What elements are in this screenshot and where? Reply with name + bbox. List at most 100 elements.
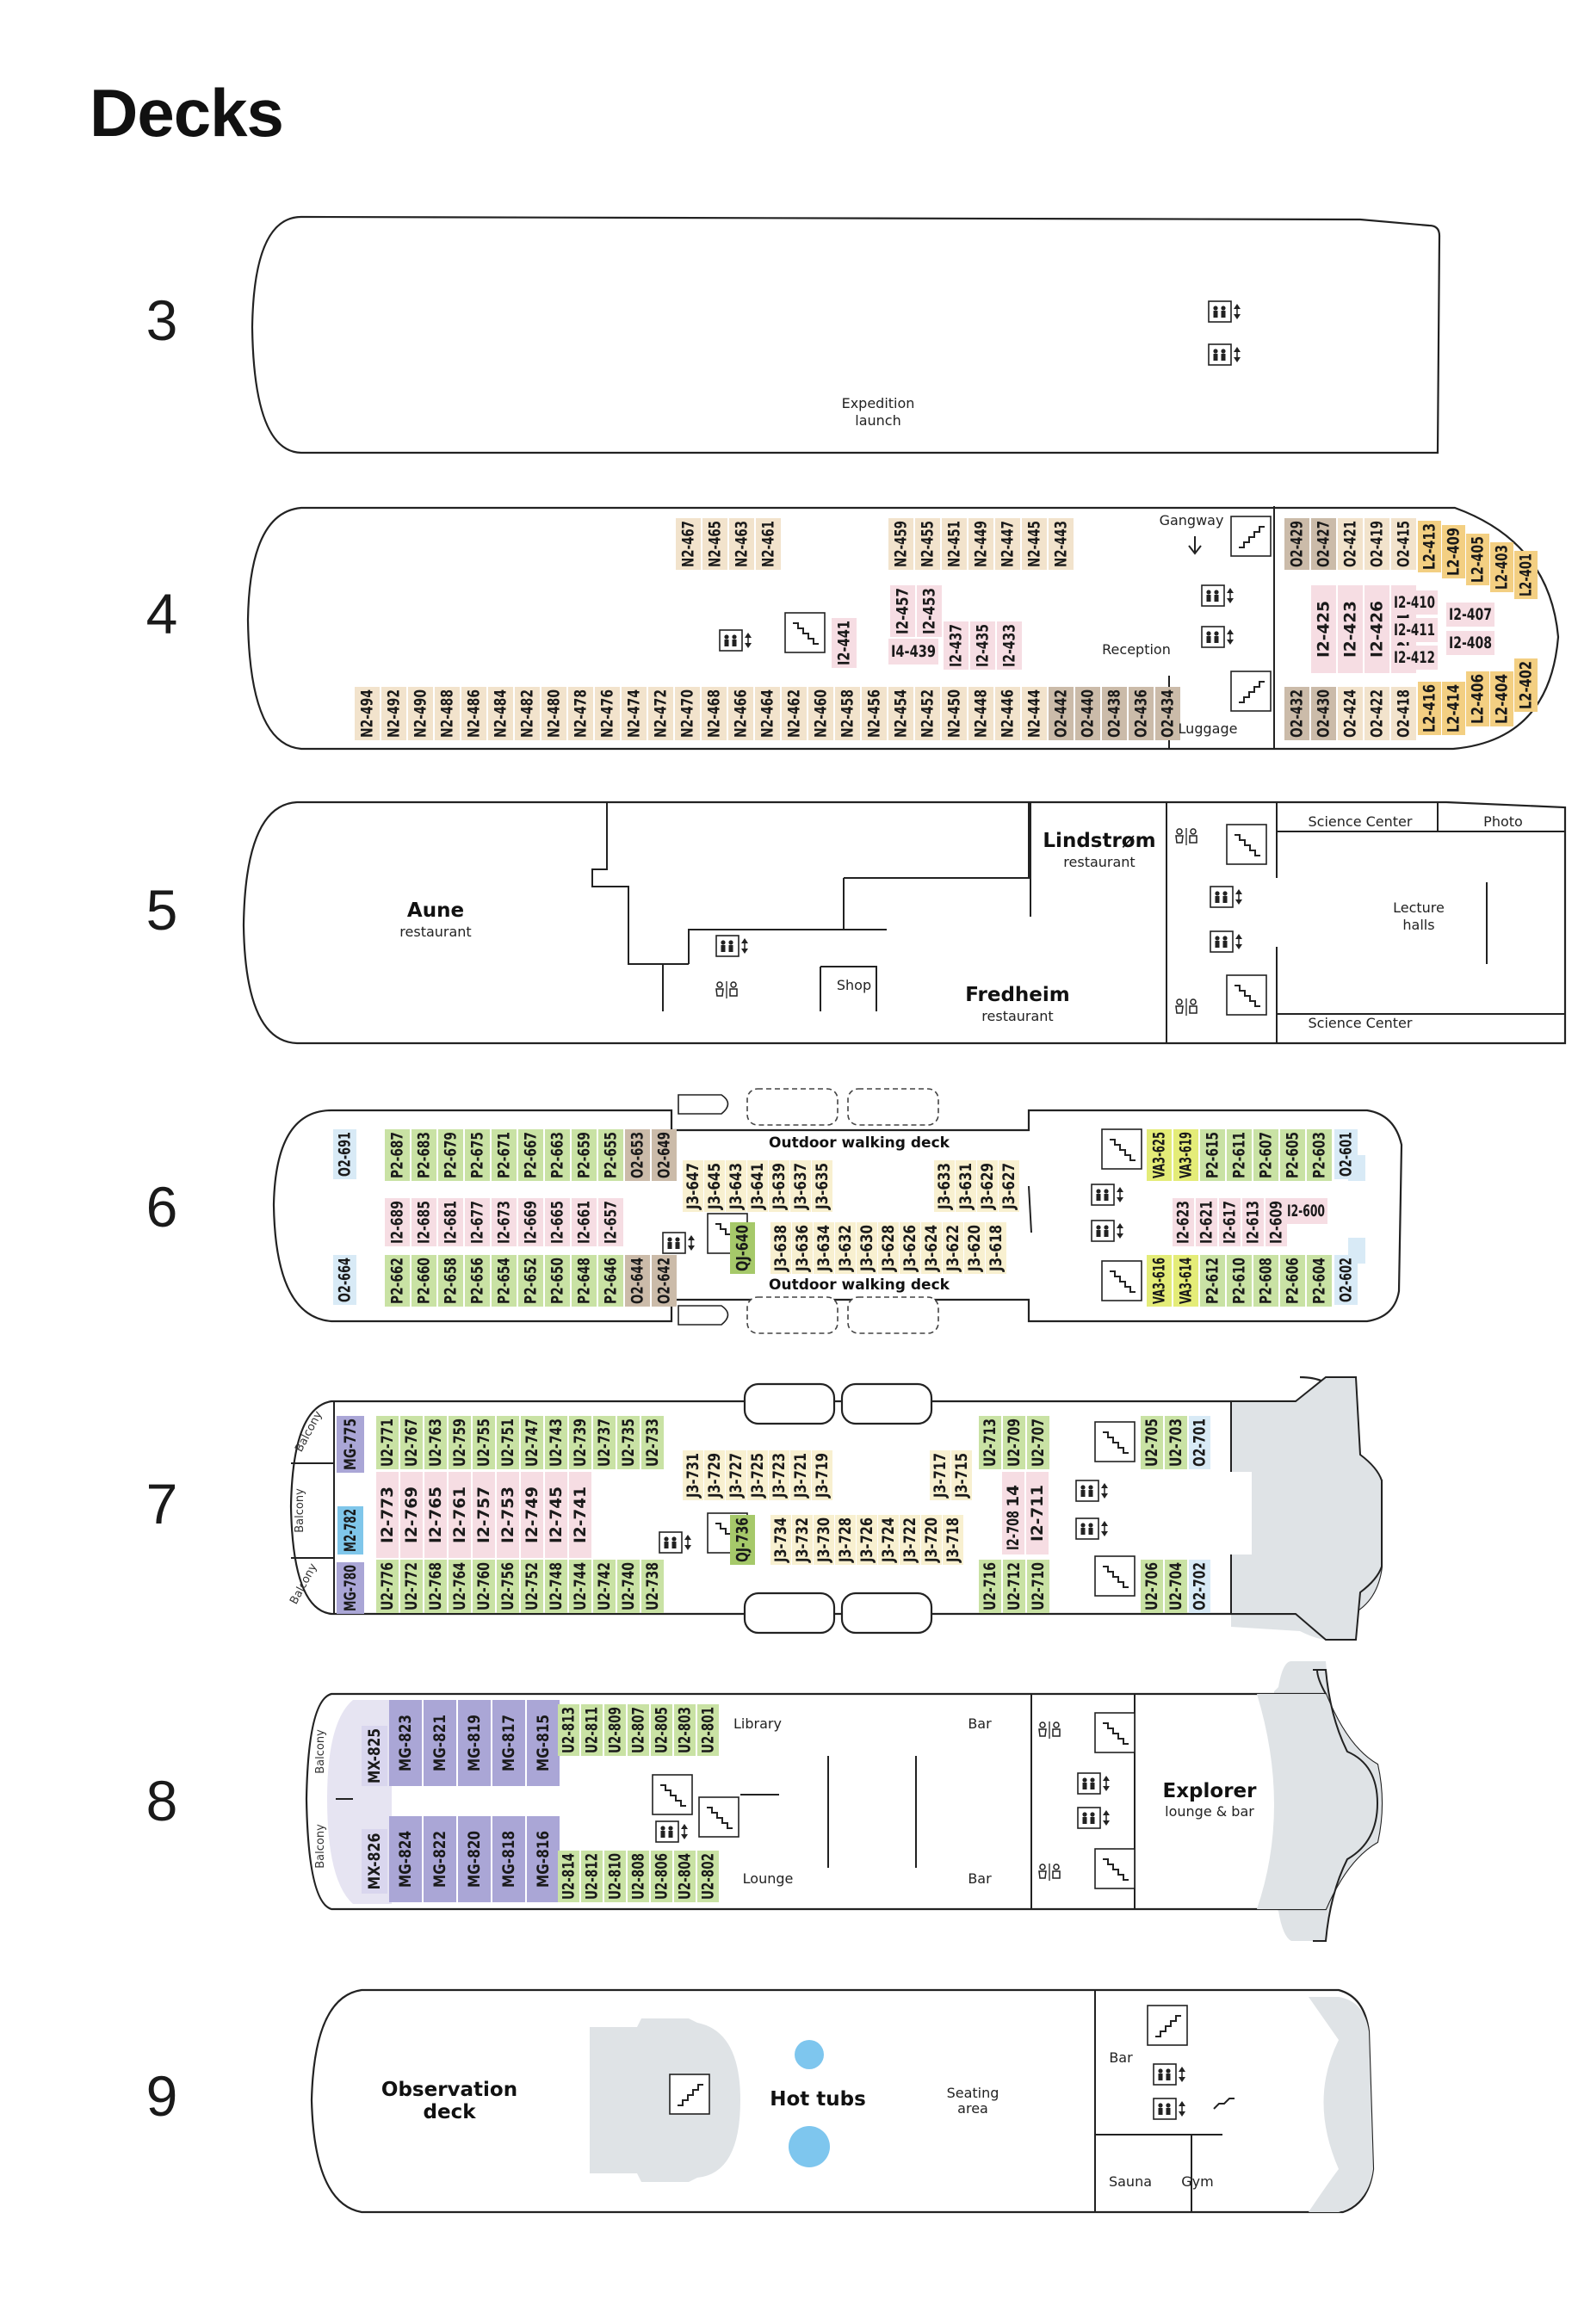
cabin[interactable] — [997, 621, 1022, 670]
cabin[interactable] — [458, 1700, 491, 1786]
cabin[interactable] — [337, 1506, 363, 1554]
cabin[interactable] — [1334, 1255, 1358, 1305]
cabin[interactable] — [915, 687, 940, 740]
cabin[interactable] — [1027, 1416, 1049, 1469]
cabin[interactable] — [572, 1129, 597, 1181]
cabin[interactable] — [683, 1160, 703, 1212]
cabin[interactable] — [581, 1851, 603, 1902]
cabin[interactable] — [412, 1255, 436, 1307]
cabin[interactable] — [814, 1222, 834, 1274]
cabin[interactable] — [1391, 646, 1438, 670]
cabin[interactable] — [545, 1416, 567, 1469]
cabin[interactable] — [1338, 687, 1363, 740]
cabin[interactable] — [558, 1704, 579, 1756]
cabin[interactable] — [769, 1450, 789, 1500]
cabin[interactable] — [1365, 518, 1389, 570]
cabin[interactable] — [890, 585, 915, 637]
cabin[interactable] — [943, 1515, 963, 1565]
cabin[interactable] — [1265, 1198, 1287, 1246]
cabin[interactable] — [492, 1700, 525, 1786]
cabin[interactable] — [1307, 1255, 1332, 1307]
cabin[interactable] — [747, 1450, 768, 1500]
cabin[interactable] — [518, 1129, 543, 1181]
cabin[interactable] — [729, 518, 754, 570]
cabin[interactable] — [1391, 518, 1416, 570]
cabin[interactable] — [1442, 682, 1465, 735]
cabin[interactable] — [1446, 603, 1494, 627]
cabin[interactable] — [835, 1515, 856, 1565]
cabin[interactable] — [930, 1450, 950, 1500]
cabin[interactable] — [1284, 1198, 1327, 1224]
cabin[interactable] — [808, 687, 833, 740]
cabin[interactable] — [934, 1160, 955, 1212]
cabin[interactable] — [492, 1198, 517, 1246]
cabin[interactable] — [1418, 521, 1441, 572]
cabin[interactable] — [1027, 1560, 1049, 1613]
cabin[interactable] — [921, 1222, 942, 1274]
cabin[interactable] — [545, 1129, 570, 1181]
cabin[interactable] — [625, 1255, 650, 1307]
cabin[interactable] — [652, 1129, 677, 1181]
cabin[interactable] — [790, 1160, 811, 1212]
cabin[interactable] — [545, 1472, 567, 1558]
cabin[interactable] — [558, 1851, 579, 1902]
cabin[interactable] — [527, 1700, 560, 1786]
cabin[interactable] — [337, 1562, 364, 1614]
cabin[interactable] — [747, 1160, 768, 1212]
cabin[interactable] — [900, 1515, 920, 1565]
cabin[interactable] — [977, 1160, 998, 1212]
cabin[interactable] — [730, 1515, 755, 1565]
cabin[interactable] — [473, 1472, 495, 1558]
cabin[interactable] — [942, 687, 967, 740]
cabin[interactable] — [769, 1160, 789, 1212]
cabin[interactable] — [968, 518, 993, 570]
cabin[interactable] — [956, 1160, 976, 1212]
cabin[interactable] — [1049, 518, 1074, 570]
cabin[interactable] — [968, 687, 993, 740]
cabin[interactable] — [492, 1255, 517, 1307]
cabin[interactable] — [1141, 1416, 1163, 1469]
cabin[interactable] — [1391, 618, 1438, 642]
cabin[interactable] — [704, 1160, 725, 1212]
cabin[interactable] — [1442, 525, 1465, 578]
cabin[interactable] — [1307, 1129, 1332, 1181]
cabin[interactable] — [1490, 671, 1513, 726]
cabin[interactable] — [492, 1816, 525, 1902]
cabin[interactable] — [995, 518, 1020, 570]
cabin[interactable] — [569, 1416, 591, 1469]
cabin[interactable] — [1490, 542, 1513, 592]
cabin[interactable] — [1165, 1416, 1187, 1469]
cabin[interactable] — [1253, 1129, 1278, 1181]
cabin[interactable] — [518, 1198, 543, 1246]
cabin[interactable] — [1049, 687, 1074, 740]
cabin[interactable] — [389, 1816, 422, 1902]
cabin[interactable] — [465, 1255, 490, 1307]
cabin[interactable] — [999, 1160, 1019, 1212]
cabin[interactable] — [1242, 1198, 1264, 1246]
cabin[interactable] — [1165, 1560, 1187, 1613]
cabin[interactable] — [473, 1416, 495, 1469]
cabin[interactable] — [878, 1222, 899, 1274]
cabin[interactable] — [572, 1198, 597, 1246]
cabin[interactable] — [944, 621, 968, 670]
cabin[interactable] — [333, 1255, 356, 1305]
cabin[interactable] — [424, 1700, 456, 1786]
cabin[interactable] — [400, 1472, 423, 1558]
cabin[interactable] — [1155, 687, 1180, 740]
cabin[interactable] — [1219, 1198, 1241, 1246]
cabin[interactable] — [1141, 1560, 1163, 1613]
cabin[interactable] — [465, 1198, 490, 1246]
cabin[interactable] — [1514, 551, 1538, 599]
cabin[interactable] — [1173, 1129, 1198, 1181]
cabin[interactable] — [641, 1416, 664, 1469]
cabin[interactable] — [1022, 687, 1047, 740]
cabin[interactable] — [424, 1560, 447, 1613]
cabin[interactable] — [449, 1560, 471, 1613]
cabin[interactable] — [581, 1704, 603, 1756]
cabin[interactable] — [545, 1198, 570, 1246]
cabin[interactable] — [888, 687, 913, 740]
cabin[interactable] — [1365, 687, 1389, 740]
cabin[interactable] — [568, 687, 593, 740]
cabin[interactable] — [541, 687, 566, 740]
cabin[interactable] — [835, 1222, 856, 1274]
